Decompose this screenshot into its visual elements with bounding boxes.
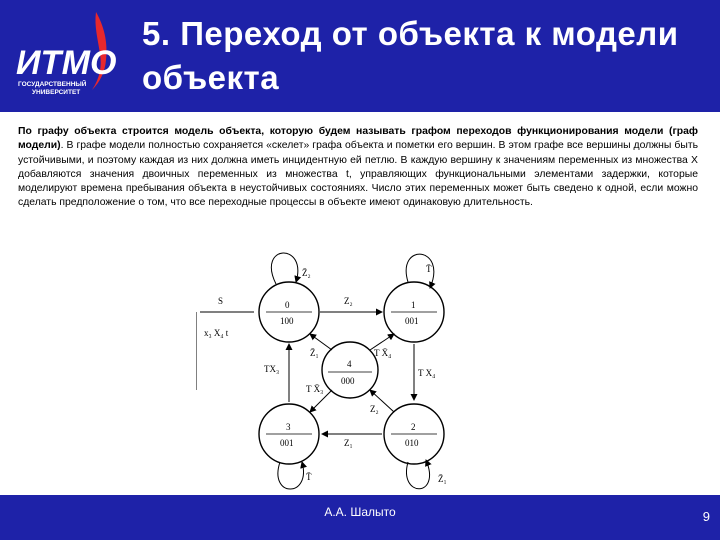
edge-4-1	[369, 333, 395, 351]
edge-2-3-label: Z₁	[344, 438, 353, 448]
edge-4-0-label: Z̄₁	[310, 348, 319, 358]
loop-2-label: Z̄₁	[438, 474, 447, 484]
input-s-label: S	[218, 296, 223, 306]
edge-4-0	[309, 333, 333, 351]
node-4	[321, 341, 379, 399]
input-x-label: x₃ X₄ t	[204, 328, 229, 338]
body-bold-lead: По графу объекта строится модель объекта…	[18, 126, 698, 152]
loop-3	[277, 461, 307, 490]
node-2-id: 2	[411, 422, 416, 432]
edge-4-3-label: T X̄₃	[306, 384, 323, 394]
slide-title: 5. Переход от объекта к модели объекта	[142, 15, 679, 96]
loop-1	[405, 253, 436, 289]
node-1-id: 1	[411, 300, 416, 310]
loop-0-label: Z̄₂	[302, 268, 311, 278]
edge-2-4-label: Z₂	[370, 404, 379, 414]
model-graph: S x₃ X₄ t 0 100 1 001 4 000 3 001 2 010 …	[196, 252, 447, 490]
node-1-code: 001	[405, 316, 419, 326]
edge-2-4	[369, 389, 395, 413]
node-3-id: 3	[286, 422, 291, 432]
edge-4-3	[309, 389, 333, 413]
itmo-logo: ИТМО ГОСУДАРСТВЕННЫЙ УНИВЕРСИТЕТ	[16, 12, 116, 96]
logo-line2: УНИВЕРСИТЕТ	[32, 89, 80, 96]
loop-0	[270, 252, 302, 285]
node-4-id: 4	[347, 359, 352, 369]
node-3-code: 001	[280, 438, 294, 448]
edge-4-1-label: T X̄₄	[374, 348, 391, 358]
logo-wordmark: ИТМО	[16, 44, 116, 82]
node-0-id: 0	[285, 300, 290, 310]
footer-author: А.А. Шалыто	[324, 505, 396, 519]
body-rest: . В графе модели полностью сохраняется «…	[18, 140, 698, 209]
node-2-code: 010	[405, 438, 419, 448]
edge-3-0-label: TX₃	[264, 364, 279, 374]
node-4-code: 000	[341, 376, 355, 386]
page-number: 9	[702, 509, 710, 524]
body-paragraph: По графу объекта строится модель объекта…	[18, 125, 698, 211]
header-bar: ИТМО ГОСУДАРСТВЕННЫЙ УНИВЕРСИТЕТ 5. Пере…	[0, 0, 720, 112]
loop-2	[406, 459, 432, 490]
edge-1-2-label: T X₄	[418, 368, 435, 378]
logo-line1: ГОСУДАРСТВЕННЫЙ	[18, 79, 87, 88]
edge-0-1-label: Z₂	[344, 296, 353, 306]
loop-3-label: T̄	[306, 472, 312, 482]
footer-bar: А.А. Шалыто 9	[0, 495, 720, 540]
loop-1-label: T̄	[426, 264, 432, 274]
node-0-code: 100	[280, 316, 294, 326]
